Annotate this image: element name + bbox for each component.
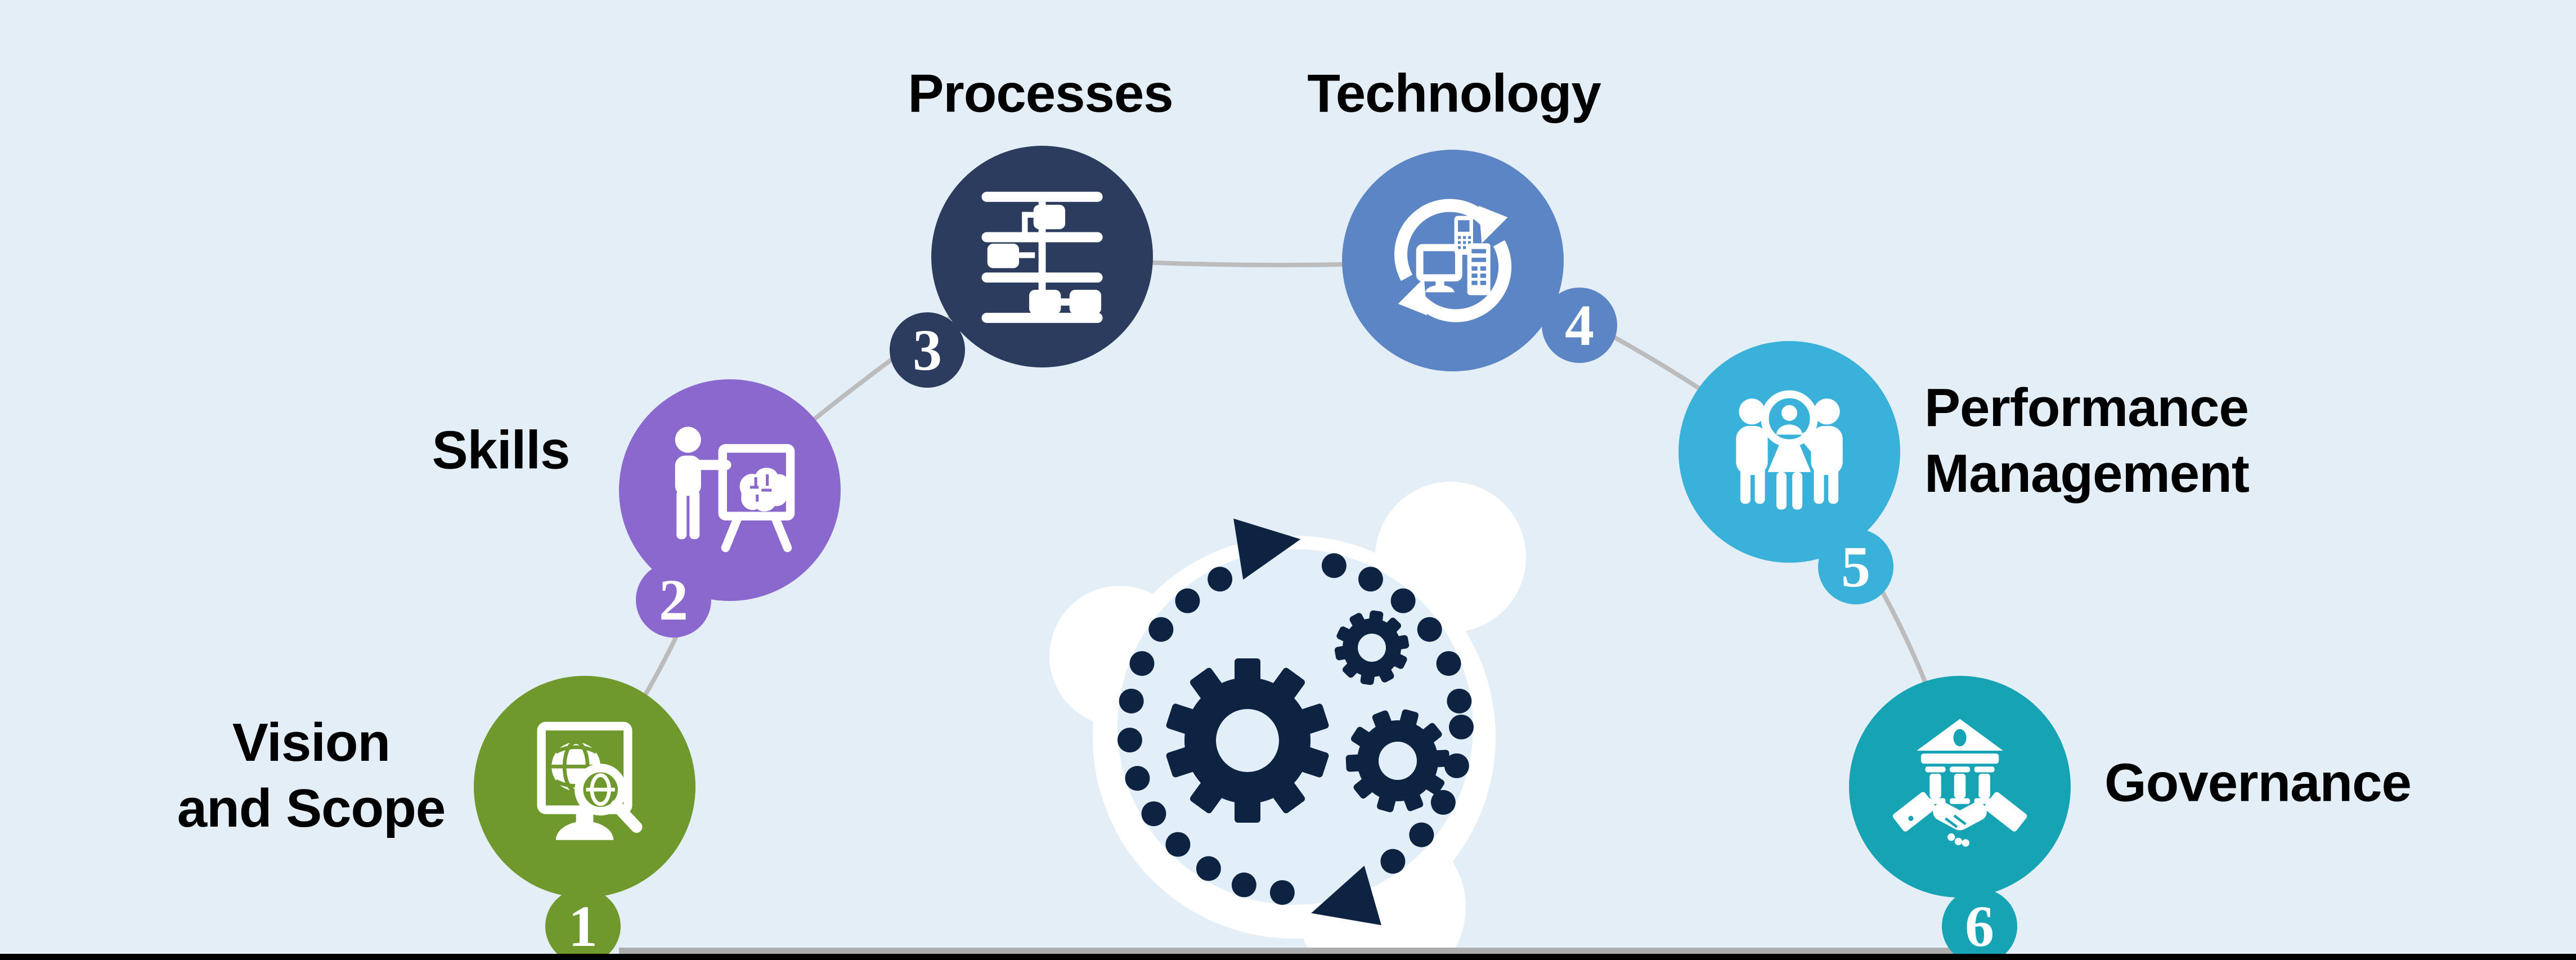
step-number: 4 — [1565, 293, 1594, 358]
label-governance: Governance — [2104, 750, 2412, 815]
step-badge-6: 6 — [1942, 889, 2017, 960]
bottom-black-line — [0, 954, 2576, 960]
step-number: 5 — [1841, 534, 1870, 599]
label-line: and Scope — [177, 778, 446, 838]
presenter-brain-board-icon — [619, 379, 841, 601]
step-number: 6 — [1965, 894, 1994, 959]
label-technology: Technology — [1307, 60, 1601, 126]
step-circle-vision-and-scope — [474, 676, 695, 898]
devices-cycle-icon — [1342, 150, 1564, 371]
label-skills: Skills — [432, 417, 571, 483]
step-circle-governance — [1849, 676, 2071, 898]
step-number: 1 — [568, 894, 598, 959]
step-number: 3 — [913, 317, 942, 383]
step-badge-3: 3 — [890, 312, 965, 388]
step-circle-skills — [619, 379, 841, 601]
label-line: Performance — [1924, 377, 2249, 438]
step-badge-4: 4 — [1542, 288, 1617, 363]
step-number: 2 — [659, 567, 688, 632]
bottom-gray-line — [619, 948, 1964, 955]
step-circle-technology — [1342, 150, 1564, 371]
step-badge-5: 5 — [1818, 529, 1893, 604]
label-line: Technology — [1307, 63, 1601, 124]
people-magnifier-icon — [1679, 341, 1900, 563]
label-line: Governance — [2104, 752, 2412, 813]
bank-handshake-icon — [1849, 676, 2071, 898]
label-performance-management: Performance Management — [1924, 375, 2250, 506]
monitor-globe-magnifier-icon — [474, 676, 695, 898]
label-line: Management — [1924, 443, 2250, 504]
label-line: Processes — [908, 63, 1173, 124]
flowchart-icon — [931, 146, 1153, 367]
label-line: Vision — [232, 712, 391, 773]
step-badge-1: 1 — [545, 889, 621, 960]
step-circle-performance-management — [1679, 341, 1900, 563]
label-vision-and-scope: Vision and Scope — [177, 710, 446, 841]
step-circle-processes — [931, 146, 1153, 367]
label-processes: Processes — [908, 60, 1173, 126]
label-line: Skills — [432, 420, 571, 481]
step-badge-2: 2 — [636, 562, 711, 638]
